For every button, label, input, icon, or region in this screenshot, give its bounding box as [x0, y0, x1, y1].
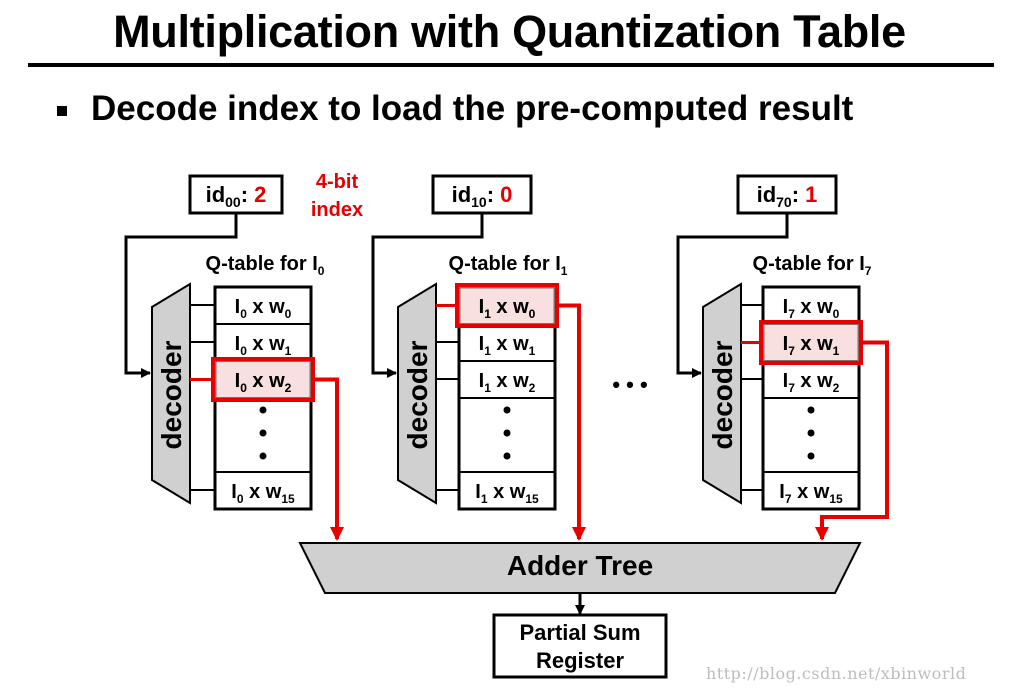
decoder-label: decoder — [156, 340, 187, 449]
index-note-line2: index — [311, 199, 363, 221]
adder-tree-shape — [298, 542, 862, 594]
qtable-row: I7 x w15 — [779, 481, 843, 506]
index-box — [431, 174, 533, 215]
selected-row-text: I7 x w1 — [783, 333, 840, 358]
decoder-shape — [151, 282, 191, 505]
index-note-line1: 4-bit — [316, 171, 359, 193]
selected-row-text: I1 x w0 — [479, 296, 536, 321]
qtable-ellipsis-dot — [807, 452, 815, 460]
index-label: id70: 1 — [757, 182, 818, 210]
decoder-shape — [397, 282, 437, 505]
decoder-shape — [702, 282, 742, 505]
qtable-row: I7 x w0 — [783, 296, 840, 321]
qtable-title: Q-table for I7 — [753, 253, 872, 278]
selected-output-wire — [815, 340, 889, 541]
decoder-label: decoder — [707, 340, 738, 449]
groups-ellipsis: • • • — [612, 372, 647, 397]
index-wire — [676, 213, 789, 378]
index-label: id10: 0 — [452, 182, 513, 210]
qtable-ellipsis-dot — [503, 452, 511, 460]
index-box — [736, 174, 838, 215]
qtable-ellipsis-dot — [259, 406, 267, 414]
selected-output-wire — [313, 377, 344, 541]
qtable-ellipsis-dot — [503, 429, 511, 437]
qtable-group-0: id00: 2 Q-table for I0 decoder I0 x w0 I0 x … — [124, 174, 344, 541]
qtable-row: I0 x w1 — [235, 333, 292, 358]
watermark: http://blog.csdn.net/xbinworld — [706, 664, 967, 683]
bullet-text: Decode index to load the pre-computed re… — [91, 89, 854, 128]
qtable-ellipsis-dot — [807, 406, 815, 414]
qtable-row: I1 x w1 — [479, 333, 536, 358]
adder-tree-label: Adder Tree — [507, 550, 653, 581]
partial-sum-register-box — [492, 613, 668, 679]
register-label-line1: Partial Sum — [519, 620, 640, 645]
qtable-ellipsis-dot — [259, 429, 267, 437]
index-wire — [124, 213, 238, 378]
slide-title: Multiplication with Quantization Table — [113, 6, 906, 57]
qtable-ellipsis-dot — [807, 429, 815, 437]
qtable-row: I0 x w0 — [235, 296, 292, 321]
qtable-row: I1 x w15 — [475, 481, 539, 506]
qtable-row: I7 x w2 — [783, 370, 840, 395]
selected-output-wire — [557, 303, 586, 541]
qtable-group-1: id10: 0 Q-table for I1 decoder I1 x w0 I1 x … — [371, 174, 586, 541]
qtable-ellipsis-dot — [503, 406, 511, 414]
qtable-title: Q-table for I0 — [206, 253, 325, 278]
qtable-title: Q-table for I1 — [449, 253, 568, 278]
selected-row-highlight — [211, 357, 315, 402]
index-box — [188, 174, 284, 215]
decoder-label: decoder — [402, 340, 433, 449]
index-wire — [371, 213, 484, 378]
qtable-row: I0 x w15 — [231, 481, 295, 506]
qtable-group-2: id70: 1 Q-table for I7 decoder I7 x w0 I7 x … — [676, 174, 889, 541]
title-underline — [28, 63, 994, 67]
bullet-square-icon — [57, 106, 67, 116]
qtable-row: I1 x w2 — [479, 370, 536, 395]
register-label-line2: Register — [536, 648, 624, 673]
index-label: id00: 2 — [206, 182, 267, 210]
qtable-ellipsis-dot — [259, 452, 267, 460]
selected-row-text: I0 x w2 — [235, 370, 292, 395]
